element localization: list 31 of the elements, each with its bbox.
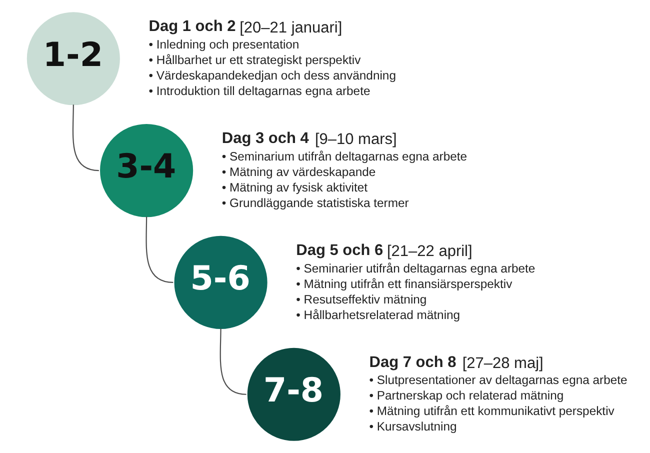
connector [145,216,173,283]
node-label: • Mätning av värdeskapande [221,164,376,179]
connector [72,104,98,172]
node-circle: 7-8 [246,348,340,441]
node-label: [20–21 januari] [239,19,342,36]
node-label: Dag 5 och 6 [296,242,383,259]
node-label: • Mätning av fysisk aktivitet [221,180,368,194]
node-label: • Mätning utifrån ett finansiärsperspektiv [296,276,512,291]
node-label: • Inledning och presentation [148,37,299,52]
node-label: [21–22 april] [386,243,472,260]
node-label: • Seminarier utifrån deltagarnas egna arbete [296,261,535,276]
node-label: Dag 1 och 2 [148,18,236,36]
node-label: • Resutseffektiv mätning [296,292,426,306]
node-label: • Kursavslutning [368,420,456,434]
node-circle: 5-6 [174,236,267,329]
node-circle: 3-4 [100,124,193,218]
node-label: [27–28 maj] [462,355,543,372]
node-label: • Mätning utifrån ett kommunikativt perspektiv [368,404,614,418]
node-label: • Seminarium utifrån deltagarnas egna arbete [221,149,467,164]
node-label: • Introduktion till deltagarnas egna arbete [148,84,370,98]
node-label: Dag 7 och 8 [368,354,456,371]
node-label: • Hållbarhet ur ett strategiskt perspektiv [148,52,360,67]
node-label: • Partnerskap och relaterad mätning [368,388,564,403]
node-label: • Grundläggande statistiska termer [221,196,408,210]
node-label: [9–10 mars] [314,131,396,148]
node-label: • Hållbarhetsrelaterad mätning [296,308,460,322]
node-label: Dag 3 och 4 [221,130,308,148]
node-label: • Värdeskapandekedjan och dess användning [148,68,396,82]
node-label: • Slutpresentationer av deltagarnas egna arbete [368,373,627,388]
node-circle: 1-2 [26,12,120,106]
connector [219,328,246,395]
